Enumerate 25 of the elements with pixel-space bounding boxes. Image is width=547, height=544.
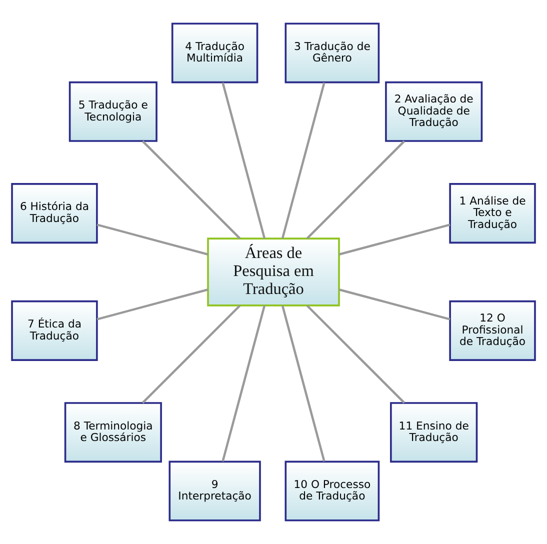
node-box: 1 Análise de Texto e Tradução bbox=[449, 183, 536, 244]
node-box: 5 Tradução e Tecnologia bbox=[68, 81, 158, 142]
node-box: 6 História da Tradução bbox=[11, 183, 98, 244]
connector bbox=[142, 304, 241, 404]
connector bbox=[96, 224, 208, 256]
connector bbox=[222, 82, 266, 239]
connector bbox=[281, 82, 326, 239]
node-box: Áreas de Pesquisa em Tradução bbox=[207, 238, 340, 306]
connector bbox=[222, 305, 266, 462]
connector bbox=[306, 140, 406, 240]
node-box: 2 Avaliação de Qualidade de Tradução bbox=[385, 81, 483, 142]
node-box: 12 O Profissional de Tradução bbox=[449, 300, 536, 361]
connector bbox=[142, 140, 241, 240]
connector bbox=[338, 288, 450, 320]
node-box: 10 O Processo de Tradução bbox=[284, 460, 380, 522]
node-box: 3 Tradução de Gênero bbox=[284, 22, 380, 84]
node-box: 9 Interpretação bbox=[168, 460, 261, 522]
connector bbox=[281, 305, 326, 462]
connector bbox=[96, 288, 208, 320]
connector bbox=[306, 304, 406, 404]
node-box: 11 Ensino de Tradução bbox=[390, 402, 478, 463]
node-box: 8 Terminologia e Glossários bbox=[64, 402, 162, 463]
node-box: 4 Tradução Multimídia bbox=[171, 22, 258, 84]
connector bbox=[338, 224, 450, 256]
node-box: 7 Ética da Tradução bbox=[11, 300, 98, 361]
